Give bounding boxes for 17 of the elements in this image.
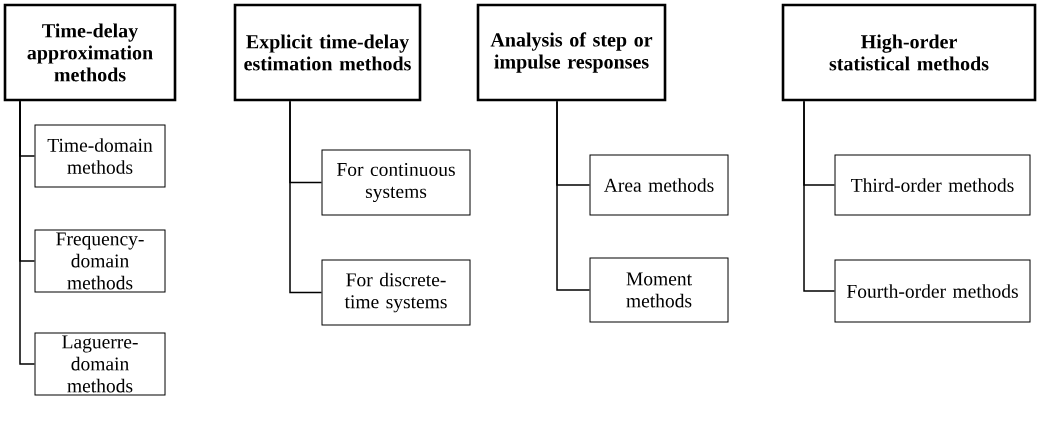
category-box: Explicit time-delay estimation methods: [233, 3, 422, 102]
method-box: For continuous systems: [321, 149, 471, 216]
method-box: Moment methods: [589, 257, 729, 323]
tree-connector: [19, 100, 36, 365]
method-box: Laguerre-domain methods: [34, 332, 166, 396]
method-box: Third-order methods: [834, 154, 1031, 216]
tree-connector: [556, 100, 591, 291]
method-box: Fourth-order methods: [834, 259, 1031, 323]
method-box: Time-domain methods: [34, 124, 166, 188]
category-box: Time-delay approximation methods: [3, 3, 177, 102]
tree-connector: [289, 100, 323, 294]
method-box: Frequency-domain methods: [34, 229, 166, 293]
tree-connector: [803, 100, 836, 292]
category-box: Analysis of step or impulse responses: [476, 3, 667, 102]
method-box: For discrete-time systems: [321, 259, 471, 326]
category-box: High-order statistical methods: [781, 3, 1037, 102]
method-box: Area methods: [589, 154, 729, 216]
